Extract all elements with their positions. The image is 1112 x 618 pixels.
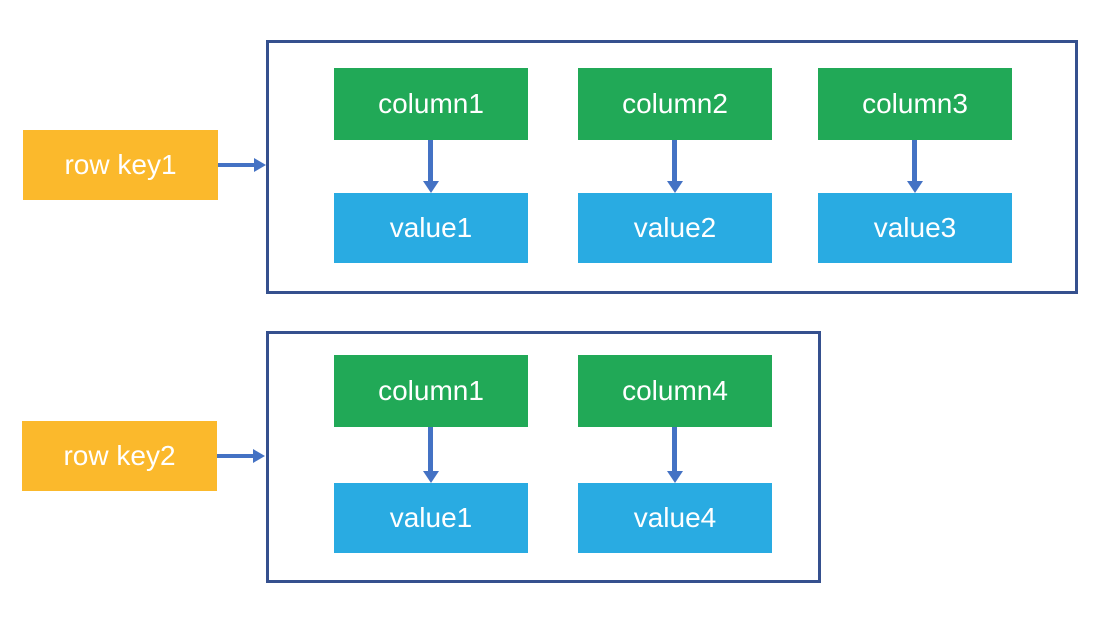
right-arrow-icon	[218, 158, 266, 172]
row-container: column1 value1 column2 value2 column3 va…	[266, 40, 1078, 294]
arrow-head	[667, 471, 683, 483]
down-arrow-icon	[907, 140, 923, 193]
value-box: value3	[818, 193, 1012, 263]
arrow-stem	[672, 140, 677, 183]
arrow-stem	[217, 454, 255, 458]
row-container: column1 value1 column4 value4	[266, 331, 821, 583]
value-box: value1	[334, 483, 528, 553]
arrow-head	[907, 181, 923, 193]
column-box: column1	[334, 68, 528, 140]
column-box: column4	[578, 355, 772, 427]
down-arrow-icon	[423, 140, 439, 193]
arrow-head	[423, 471, 439, 483]
value-box: value2	[578, 193, 772, 263]
column-box: column1	[334, 355, 528, 427]
arrow-head	[254, 158, 266, 172]
down-arrow-icon	[423, 427, 439, 483]
down-arrow-icon	[667, 427, 683, 483]
right-arrow-icon	[217, 449, 265, 463]
value-box: value1	[334, 193, 528, 263]
value-box: value4	[578, 483, 772, 553]
arrow-stem	[218, 163, 256, 167]
arrow-head	[667, 181, 683, 193]
row-key-box: row key1	[23, 130, 218, 200]
down-arrow-icon	[667, 140, 683, 193]
arrow-head	[423, 181, 439, 193]
column-box: column3	[818, 68, 1012, 140]
arrow-stem	[428, 140, 433, 183]
arrow-stem	[912, 140, 917, 183]
arrow-stem	[428, 427, 433, 473]
row-key-box: row key2	[22, 421, 217, 491]
arrow-stem	[672, 427, 677, 473]
column-box: column2	[578, 68, 772, 140]
arrow-head	[253, 449, 265, 463]
